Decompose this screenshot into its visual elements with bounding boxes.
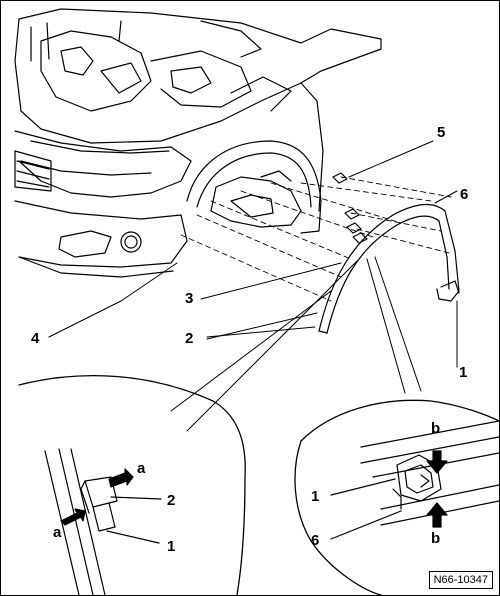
detail-left-callout-2: 2: [167, 492, 176, 509]
callout-2: 2: [185, 330, 194, 347]
detail-connector-lines: [170, 256, 422, 432]
callout-6: 6: [460, 186, 469, 203]
detail-view-right: [294, 399, 499, 595]
detail-right-callout-b-top: b: [431, 420, 441, 437]
callout-5: 5: [437, 124, 446, 141]
wheel-arch-trim: [318, 204, 460, 334]
vehicle-front-body: [14, 8, 382, 278]
figure-reference-code: N66-10347: [428, 571, 493, 589]
detail-right-callout-b-bottom: b: [431, 530, 441, 547]
assembly-guide-lines: [180, 176, 452, 302]
callout-3: 3: [185, 290, 194, 307]
detail-view-left: [18, 375, 246, 595]
leader-lines-main: [48, 140, 458, 368]
detail-right-callout-1: 1: [311, 488, 320, 505]
callout-1: 1: [459, 364, 468, 381]
callout-4: 4: [31, 330, 40, 347]
detail-left-callout-a-top: a: [137, 460, 146, 477]
detail-right-callout-6: 6: [311, 532, 320, 549]
detail-left-callout-a-bottom: a: [53, 524, 62, 541]
mounting-clips: [332, 172, 368, 244]
detail-left-callout-1: 1: [167, 538, 176, 555]
